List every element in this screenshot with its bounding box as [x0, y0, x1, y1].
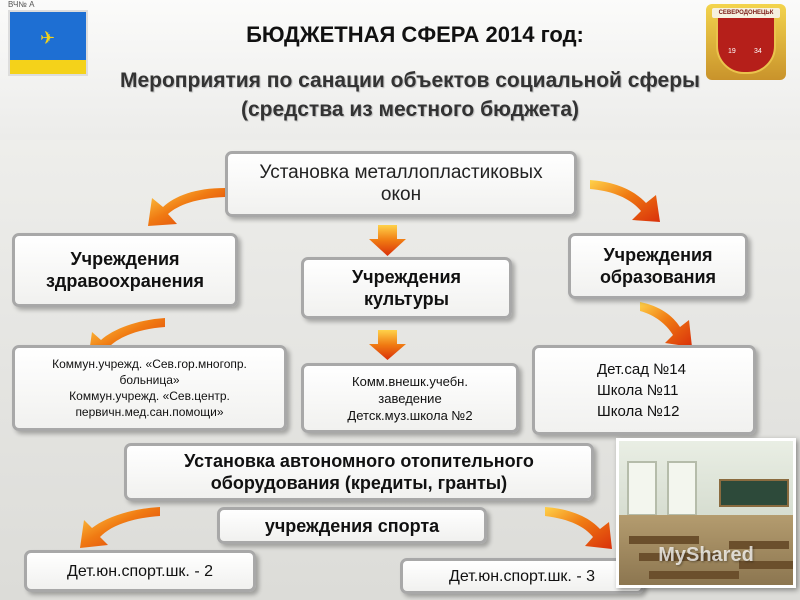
- arrow-to-education: [590, 180, 660, 222]
- box-health-institutions-label: Учреждения здравоохранения: [45, 249, 205, 291]
- culture-detail-2: Детск.муз.школа №2: [347, 407, 473, 423]
- photo-desk: [739, 561, 793, 569]
- box-sport-detail-2: Дет.юн.спорт.шк. - 3: [400, 558, 644, 594]
- emblem-right-number: 34: [754, 48, 762, 55]
- classroom-photo: [616, 438, 796, 588]
- box-culture-institutions: Учреждения культуры: [301, 257, 512, 319]
- box-health-institutions: Учреждения здравоохранения: [12, 233, 238, 307]
- shield-icon: [716, 12, 776, 74]
- box-culture-institutions-label: Учреждения культуры: [351, 267, 462, 309]
- arrow-to-health: [148, 188, 225, 226]
- photo-window: [667, 461, 697, 516]
- box-heating-installation-label: Установка автономного отопительного обор…: [184, 451, 534, 493]
- box-education-institutions-label: Учреждения образования: [599, 245, 717, 287]
- box-culture-details: Комм.внешк.учебн. заведение Детск.муз.шк…: [301, 363, 519, 433]
- photo-blackboard: [719, 479, 789, 507]
- page-subtitle: Мероприятия по санации объектов социальн…: [119, 69, 700, 121]
- page-title: БЮДЖЕТНАЯ СФЕРА 2014 год:: [246, 22, 584, 47]
- box-windows-installation-label: Установка металлопластиковых окон: [259, 162, 543, 205]
- photo-desk: [649, 571, 739, 579]
- health-detail-2: Коммун.учрежд. «Сев.центр. первичн.мед.с…: [69, 389, 230, 419]
- arrow-sport-left: [80, 507, 160, 548]
- sport-detail-2: Дет.юн.спорт.шк. - 3: [449, 567, 595, 585]
- education-detail-2: Школа №11: [597, 381, 679, 399]
- watermark-text: MyShared: [658, 543, 754, 566]
- arrow-sport-right: [545, 507, 612, 549]
- city-flag-image: ✈: [8, 10, 88, 76]
- health-detail-1: Коммун.учрежд. «Сев.гор.многопр. больниц…: [52, 357, 247, 387]
- photo-desk: [729, 541, 789, 549]
- photo-window: [627, 461, 657, 516]
- corner-label: ВЧ№ А: [8, 0, 35, 9]
- box-sport-institutions: учреждения спорта: [217, 507, 487, 544]
- sport-detail-1: Дет.юн.спорт.шк. - 2: [67, 562, 213, 580]
- photo-desk: [629, 536, 699, 544]
- arrow-culture-detail: [369, 330, 406, 360]
- education-detail-3: Школа №12: [597, 402, 680, 420]
- box-windows-installation: Установка металлопластиковых окон: [225, 151, 577, 217]
- emblem-ribbon: СЕВЕРОДОНЕЦЬК: [712, 8, 780, 18]
- flag-yellow-stripe: [10, 60, 86, 74]
- box-education-institutions: Учреждения образования: [568, 233, 748, 299]
- arrow-to-culture: [369, 225, 406, 256]
- culture-detail-1: Комм.внешк.учебн. заведение: [352, 373, 468, 406]
- box-health-details: Коммун.учрежд. «Сев.гор.многопр. больниц…: [12, 345, 287, 431]
- arrow-education-detail: [640, 302, 692, 347]
- bird-icon: ✈: [40, 28, 56, 48]
- box-heating-installation: Установка автономного отопительного обор…: [124, 443, 594, 501]
- emblem-left-number: 19: [728, 48, 736, 55]
- education-detail-1: Дет.сад №14: [597, 360, 686, 378]
- photo-desk: [639, 553, 719, 561]
- box-sport-detail-1: Дет.юн.спорт.шк. - 2: [24, 550, 256, 592]
- header-background: [0, 0, 800, 140]
- box-sport-institutions-label: учреждения спорта: [264, 515, 440, 536]
- city-emblem-image: СЕВЕРОДОНЕЦЬК 19 34: [706, 4, 786, 80]
- flag-blue-field: [10, 12, 86, 61]
- box-education-details: Дет.сад №14 Школа №11 Школа №12: [532, 345, 756, 435]
